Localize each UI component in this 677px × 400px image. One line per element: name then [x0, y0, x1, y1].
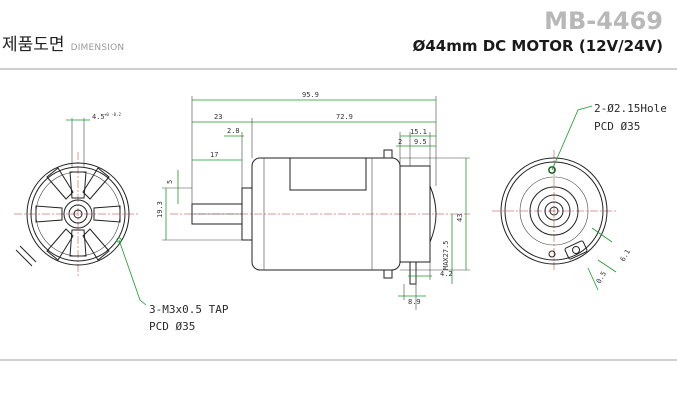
- dim-shaft-length: 23: [214, 113, 222, 121]
- note-front-pcd: PCD Ø35: [149, 320, 195, 333]
- dim-max-h: MAX27.5: [442, 240, 450, 270]
- dim-rear-cap: 15.1: [410, 128, 427, 136]
- page-subtitle: DIMENSION: [70, 43, 125, 53]
- note-front-holes: 3-M3x0.5 TAP: [149, 303, 229, 316]
- dim-flange-offset: 2.8: [227, 127, 240, 135]
- header-right: MB-4469 Ø44mm DC MOTOR (12V/24V): [413, 8, 663, 56]
- note-rear-holes: 2-Ø2.15Hole: [594, 102, 667, 115]
- page-title: 제품도면: [2, 35, 65, 55]
- header-left: 제품도면 DIMENSION: [2, 30, 124, 55]
- tap-hole-marker: [116, 237, 122, 243]
- dim-body-dia: 43: [456, 214, 464, 222]
- product-name: Ø44mm DC MOTOR (12V/24V): [412, 37, 663, 55]
- dim-rear-r1: 0.5: [595, 270, 608, 285]
- dim-rear-gap: 2: [398, 138, 402, 146]
- dim-front-offset: 4.5: [92, 113, 105, 121]
- dim-rear-boss: 9.5: [414, 138, 427, 146]
- front-view: 4.5 +0 -0.2 3-M3x0.5 TAP PCD Ø35: [14, 112, 229, 333]
- dim-terminal-a: 4.2: [440, 270, 453, 278]
- dim-front-tol: +0 -0.2: [104, 112, 121, 117]
- dim-shaft-flat: 5: [166, 180, 174, 184]
- dim-body-length: 72.9: [336, 113, 353, 121]
- note-rear-pcd: PCD Ø35: [594, 120, 640, 133]
- vent-slots: [35, 167, 121, 261]
- dim-boss-length: 17: [210, 151, 218, 159]
- model-number: MB-4469: [544, 7, 663, 35]
- drawing-frame: [0, 68, 677, 361]
- dim-terminal-b: 8.9: [408, 298, 421, 306]
- dim-rear-r2: 6.1: [619, 248, 632, 263]
- rear-view: 0.5 6.1 2-Ø2.15Hole PCD Ø35: [492, 102, 667, 291]
- dim-shaft-dia: 19.3: [156, 201, 164, 218]
- side-view: 95.9 23 72.9 2.8 17 5 19.3 15.1 2 9.5 43: [156, 91, 470, 310]
- dim-overall-length: 95.9: [302, 91, 319, 99]
